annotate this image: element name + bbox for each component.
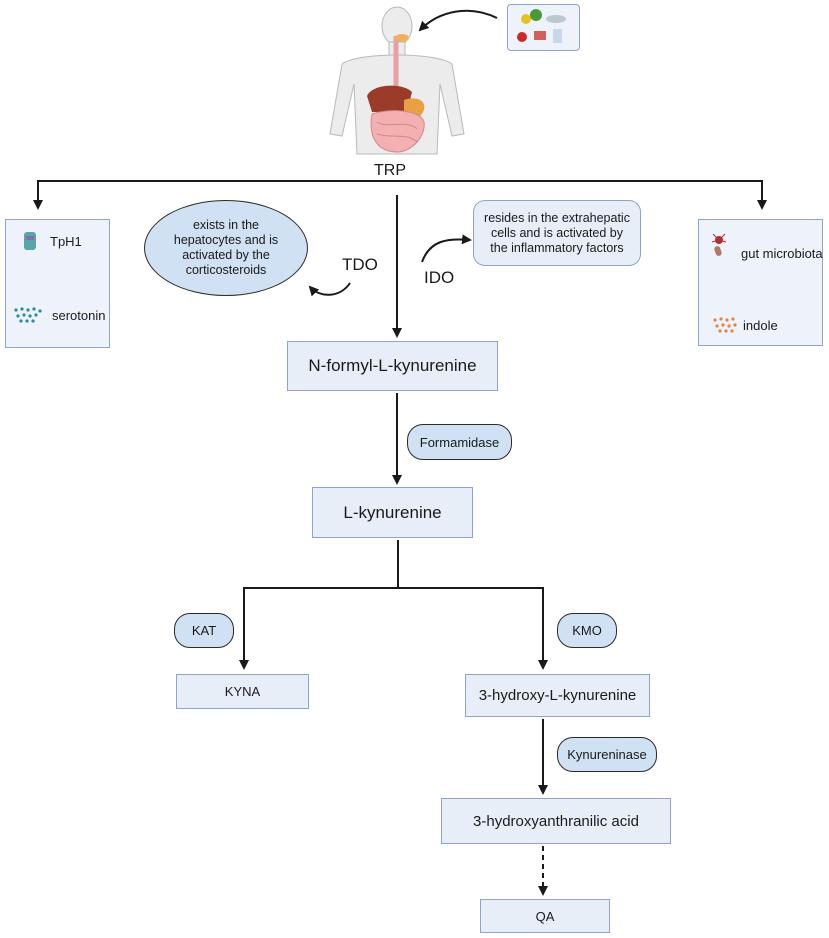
kyna-box: KYNA bbox=[176, 674, 309, 709]
human-body-icon bbox=[329, 6, 465, 155]
ido-curve-arrow bbox=[421, 234, 472, 263]
trp-label: TRP bbox=[374, 162, 406, 179]
serotonin-panel: TpH1 serotonin bbox=[5, 219, 110, 348]
3-hydroxyanthranilic-acid-box: 3-hydroxyanthranilic acid bbox=[441, 798, 671, 844]
ido-label: IDO bbox=[424, 268, 455, 287]
bacteria-icon bbox=[711, 233, 727, 256]
food-to-body-arrow bbox=[418, 9, 498, 32]
tph1-enzyme-icon bbox=[24, 232, 36, 250]
tdo-label: TDO bbox=[342, 255, 378, 274]
formamidase-enzyme: Formamidase bbox=[407, 424, 512, 460]
indole-label: indole bbox=[743, 318, 778, 333]
kmo-enzyme: KMO bbox=[557, 613, 617, 648]
qa-box: QA bbox=[480, 899, 610, 933]
food-icon bbox=[517, 9, 566, 43]
tdo-note: exists in the hepatocytes and is activat… bbox=[144, 200, 308, 296]
l-kynurenine-box: L-kynurenine bbox=[312, 487, 473, 538]
ido-note: resides in the extrahepatic cells and is… bbox=[473, 200, 641, 266]
serotonin-dots-icon bbox=[14, 307, 42, 323]
n-formyl-l-kynurenine-box: N-formyl-L-kynurenine bbox=[287, 341, 498, 391]
food-panel bbox=[507, 4, 580, 51]
indole-dots-icon bbox=[713, 317, 737, 333]
kynureninase-enzyme: Kynureninase bbox=[557, 737, 657, 772]
gut-microbiota-label: gut microbiota bbox=[741, 246, 823, 261]
3-hydroxy-l-kynurenine-box: 3-hydroxy-L-kynurenine bbox=[465, 674, 650, 717]
indole-panel: gut microbiota indole bbox=[698, 219, 823, 346]
serotonin-label: serotonin bbox=[52, 308, 106, 323]
tph1-label: TpH1 bbox=[50, 234, 82, 249]
tdo-curve-arrow bbox=[308, 282, 351, 297]
kat-enzyme: KAT bbox=[174, 613, 234, 648]
